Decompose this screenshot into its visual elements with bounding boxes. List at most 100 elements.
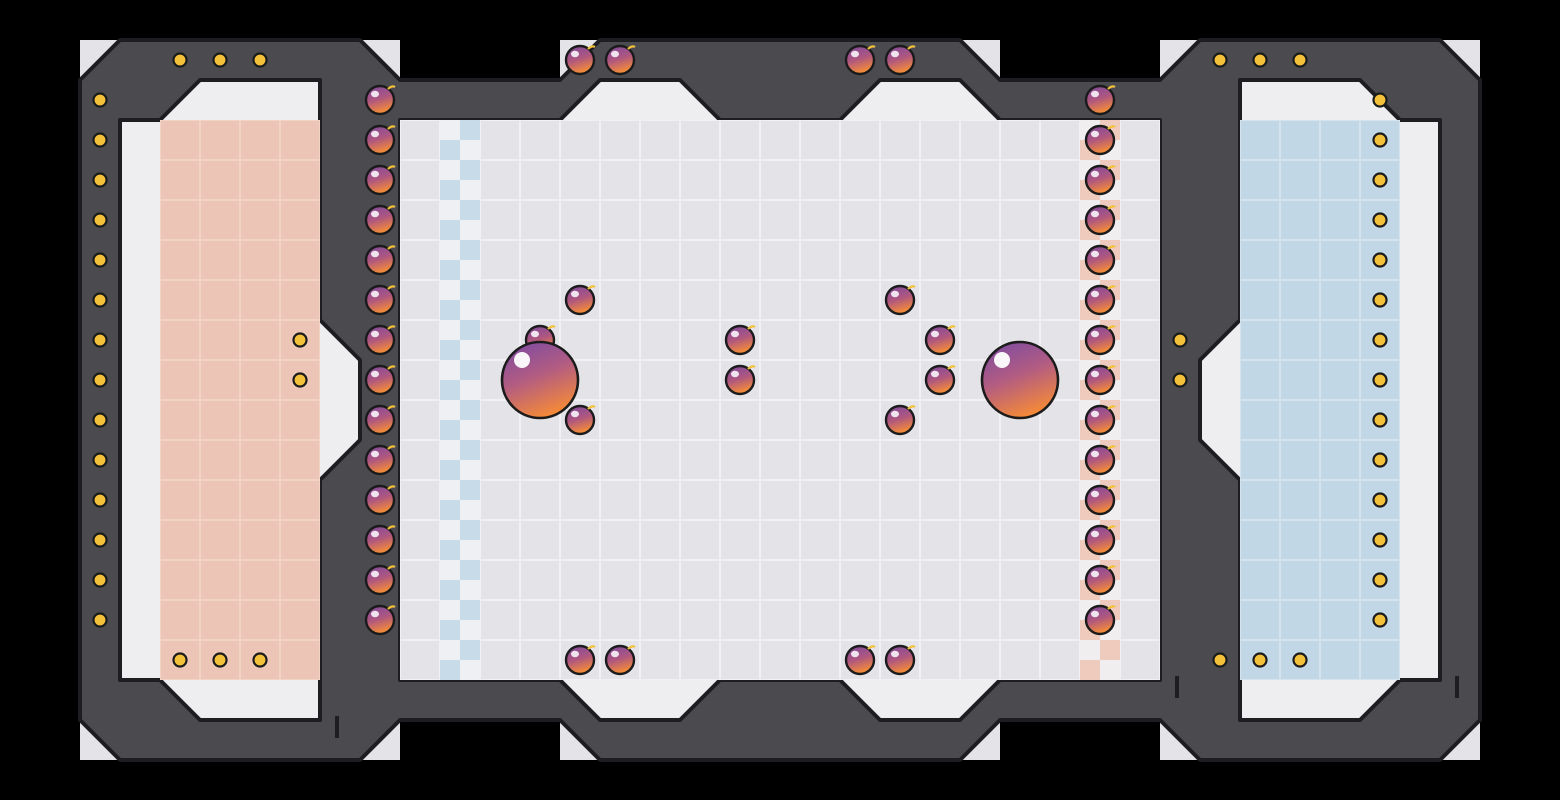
- bomb-body: [884, 404, 916, 436]
- left-checker-cell: [460, 320, 480, 340]
- bomb-shine: [1091, 290, 1099, 298]
- left-goal-zone: [160, 120, 320, 680]
- bomb-icon: [564, 404, 596, 436]
- bomb-shine: [891, 50, 899, 58]
- left-checker-cell: [460, 400, 480, 420]
- left-checker-cell: [440, 560, 460, 580]
- bomb-body: [364, 84, 396, 116]
- left-checker-cell: [460, 500, 480, 520]
- bomb-shine: [611, 650, 619, 658]
- stud-icon: [92, 332, 108, 348]
- bomb-body: [364, 124, 396, 156]
- bomb-icon: [1084, 124, 1116, 156]
- left-checker-cell: [440, 600, 460, 620]
- stud-icon: [92, 452, 108, 468]
- bomb-icon: [724, 364, 756, 396]
- stud-icon: [92, 492, 108, 508]
- bomb-shine: [1091, 610, 1099, 618]
- balls: [500, 340, 1060, 420]
- stud-icon: [1372, 612, 1388, 628]
- stud-icon: [172, 52, 188, 68]
- left-checker-cell: [460, 460, 480, 480]
- bomb-shine: [371, 330, 379, 338]
- studs: [92, 52, 1388, 668]
- bomb-body: [1084, 484, 1116, 516]
- left-checker-cell: [460, 640, 480, 660]
- bomb-fuse: [387, 125, 396, 130]
- bomb-fuse: [387, 325, 396, 330]
- bomb-body: [364, 244, 396, 276]
- right-rim-tiles: [1120, 120, 1160, 680]
- bomb-fuse: [387, 205, 396, 210]
- stud-icon: [1372, 332, 1388, 348]
- bomb-fuse: [387, 445, 396, 450]
- bomb-body: [364, 484, 396, 516]
- left-checker-cell: [440, 300, 460, 320]
- bomb-icon: [604, 44, 636, 76]
- left-checker-cell: [440, 360, 460, 380]
- stud-icon: [1372, 132, 1388, 148]
- bomb-icon: [884, 404, 916, 436]
- left-checker-cell: [460, 420, 480, 440]
- bomb-body: [1084, 124, 1116, 156]
- bomb-body: [604, 44, 636, 76]
- stud-icon: [1212, 52, 1228, 68]
- bomb-fuse: [1107, 405, 1116, 410]
- bomb-icon: [604, 644, 636, 676]
- stud-icon: [212, 652, 228, 668]
- bomb-icon: [844, 44, 876, 76]
- bomb-icon: [364, 84, 396, 116]
- stud-icon: [1372, 492, 1388, 508]
- bomb-shine: [611, 50, 619, 58]
- left-checker-cell: [460, 160, 480, 180]
- bomb-icon: [564, 644, 596, 676]
- bomb-icon: [364, 484, 396, 516]
- stud-icon: [92, 612, 108, 628]
- left-checker-cell: [460, 620, 480, 640]
- bomb-shine: [571, 290, 579, 298]
- bomb-fuse: [1107, 125, 1116, 130]
- bomb-body: [1084, 564, 1116, 596]
- stud-icon: [252, 652, 268, 668]
- right-ball-icon: [980, 340, 1060, 420]
- bomb-icon: [1084, 204, 1116, 236]
- stud-icon: [1172, 372, 1188, 388]
- left-checker-cell: [440, 260, 460, 280]
- bomb-fuse: [387, 525, 396, 530]
- bomb-icon: [364, 324, 396, 356]
- bomb-fuse: [627, 45, 636, 50]
- bomb-shine: [371, 290, 379, 298]
- bomb-body: [364, 324, 396, 356]
- bomb-body: [364, 524, 396, 556]
- bomb-body: [1084, 244, 1116, 276]
- bomb-icon: [884, 284, 916, 316]
- left-checker-cell: [460, 520, 480, 540]
- bomb-shine: [371, 130, 379, 138]
- bomb-shine: [851, 650, 859, 658]
- left-checker-cell: [440, 580, 460, 600]
- right-checker-cell: [1100, 640, 1120, 660]
- stud-icon: [1212, 652, 1228, 668]
- bomb-fuse: [547, 325, 556, 330]
- bomb-fuse: [947, 365, 956, 370]
- stud-icon: [1172, 332, 1188, 348]
- bomb-shine: [931, 330, 939, 338]
- bomb-fuse: [1107, 205, 1116, 210]
- bomb-body: [364, 444, 396, 476]
- stud-icon: [1372, 452, 1388, 468]
- bomb-fuse: [1107, 565, 1116, 570]
- bomb-icon: [364, 444, 396, 476]
- bomb-fuse: [867, 645, 876, 650]
- stud-icon: [1372, 172, 1388, 188]
- stud-icon: [252, 52, 268, 68]
- bomb-fuse: [907, 405, 916, 410]
- left-checker-cell: [460, 440, 480, 460]
- bomb-shine: [1091, 410, 1099, 418]
- left-checker-cell: [440, 320, 460, 340]
- bomb-icon: [1084, 284, 1116, 316]
- bomb-body: [1084, 444, 1116, 476]
- bomb-fuse: [907, 45, 916, 50]
- left-checker-cell: [460, 220, 480, 240]
- bomb-body: [364, 164, 396, 196]
